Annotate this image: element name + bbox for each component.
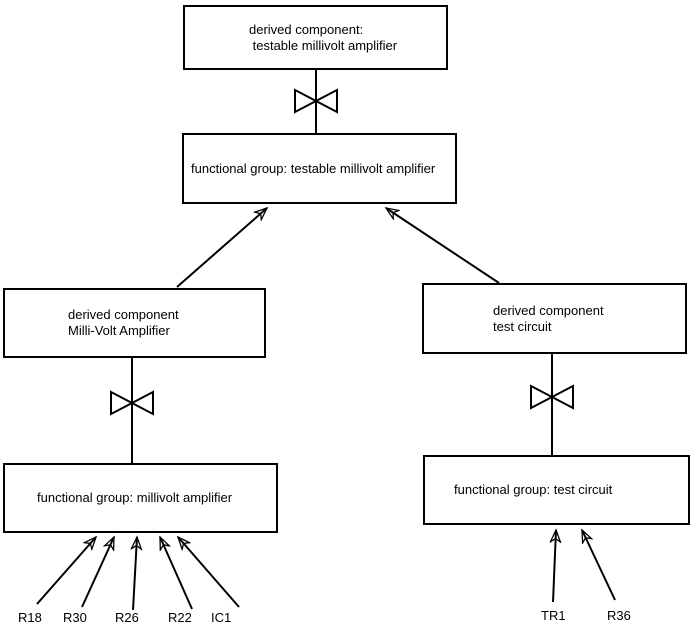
node-label-line: testable millivolt amplifier — [249, 37, 398, 53]
box-functional-group-testable-millivolt-amplifier: functional group: testable millivolt amp… — [182, 133, 457, 204]
label-ic1: IC1 — [211, 610, 232, 625]
box-derived-component-testable-millivolt-amplifier: derived component: testable millivolt am… — [183, 5, 448, 70]
arrow-r18 — [36, 537, 96, 605]
box-functional-group-test-circuit: functional group: test circuit — [423, 455, 690, 525]
bowtie-icon-right — [530, 384, 574, 410]
label-r36: R36 — [607, 608, 631, 623]
node-label-line: test circuit — [493, 318, 552, 334]
arrow-derived-tc-to-fg-testable — [386, 208, 500, 284]
label-tr1: TR1 — [541, 608, 566, 623]
box-derived-component-milli-volt-amplifier: derived component Milli-Volt Amplifier — [3, 288, 266, 358]
node-label-line: functional group: testable millivolt amp… — [191, 160, 436, 176]
arrow-derived-mva-to-fg-testable — [176, 208, 267, 288]
bowtie-icon-top — [294, 88, 338, 114]
arrow-r36 — [581, 530, 616, 601]
node-label-line: derived component — [68, 307, 179, 322]
label-r18: R18 — [18, 610, 42, 625]
label-r26: R26 — [115, 610, 139, 625]
node-label-line: derived component — [493, 302, 604, 318]
arrow-r22 — [159, 537, 193, 610]
label-r30: R30 — [63, 610, 87, 625]
node-label-line: functional group: test circuit — [454, 482, 613, 497]
arrow-r30 — [81, 537, 115, 608]
label-r22: R22 — [168, 610, 192, 625]
box-functional-group-millivolt-amplifier: functional group: millivolt amplifier — [3, 463, 278, 533]
node-label-line: Milli-Volt Amplifier — [68, 323, 170, 338]
arrow-r26 — [133, 537, 137, 611]
bowtie-icon-left — [110, 390, 154, 416]
node-label-line: functional group: millivolt amplifier — [37, 490, 233, 505]
arrow-ic1 — [178, 537, 240, 608]
box-derived-component-test-circuit: derived component test circuit — [422, 283, 687, 354]
arrow-tr1 — [553, 530, 556, 603]
node-label-line: derived component: — [249, 21, 364, 37]
